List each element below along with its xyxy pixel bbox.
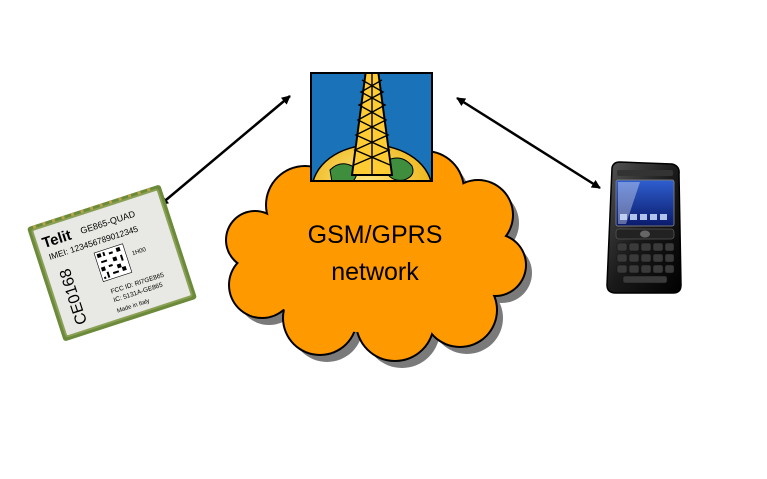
arrow-module-to-network (159, 95, 291, 206)
arrow-network-to-phone (456, 96, 601, 190)
telit-gsm-module: Telit GE865-QUAD IMEI: 123456789012345 1… (27, 185, 197, 341)
datamatrix-code (93, 243, 133, 282)
network-label-line2: network (331, 258, 419, 286)
smartphone-icon (606, 161, 682, 294)
network-label-line1: GSM/GPRS (307, 221, 443, 249)
cell-tower-icon (310, 72, 433, 182)
module-serial: 1H00 (131, 247, 147, 257)
